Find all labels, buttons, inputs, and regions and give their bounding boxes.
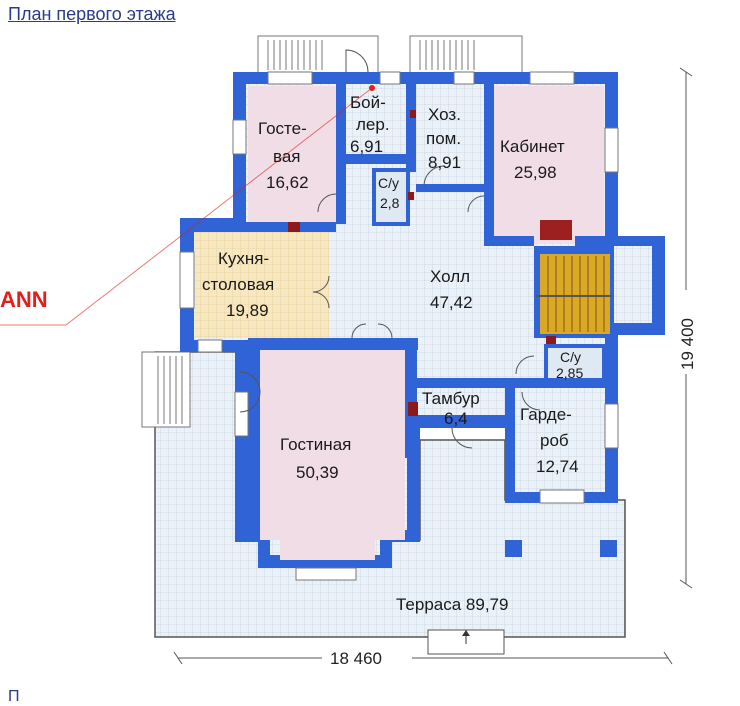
label-hall-area: 47,42 xyxy=(430,293,473,312)
label-kitchen-2: столовая xyxy=(202,275,274,294)
room-office xyxy=(494,86,604,244)
label-wc1-area: 2,8 xyxy=(380,195,400,211)
label-vestibule: Тамбур xyxy=(422,389,480,408)
label-kitchen-area: 19,89 xyxy=(226,301,269,320)
room-kitchen xyxy=(195,232,329,338)
label-hoz-2: пом. xyxy=(426,129,461,148)
label-living: Гостиная xyxy=(280,435,351,454)
label-office-area: 25,98 xyxy=(514,163,557,182)
brand-callout: ANN xyxy=(0,85,375,326)
label-hoz-1: Хоз. xyxy=(428,105,461,124)
doors xyxy=(239,49,541,449)
label-wc2: С/у xyxy=(560,349,581,365)
dimension-height: 19 400 xyxy=(678,318,697,370)
label-wardrobe-2: роб xyxy=(540,431,569,450)
label-wardrobe-1: Гарде- xyxy=(520,405,572,424)
label-kitchen-1: Кухня- xyxy=(218,249,269,268)
label-hoz-area: 8,91 xyxy=(428,153,461,172)
label-guest-2: вая xyxy=(273,147,301,166)
label-office: Кабинет xyxy=(500,137,565,156)
dimensions: 18 460 19 400 xyxy=(173,67,697,668)
top-stairs xyxy=(257,35,523,75)
label-boiler-2: лер. xyxy=(356,115,390,134)
room-living xyxy=(260,350,405,560)
label-guest-1: Госте- xyxy=(258,119,307,138)
dimension-width: 18 460 xyxy=(330,649,382,668)
label-wc1: С/у xyxy=(378,175,399,191)
brand-fragment: ANN xyxy=(0,287,48,312)
windows xyxy=(179,71,619,581)
rooms xyxy=(195,84,615,560)
footer-text: П xyxy=(8,688,20,705)
label-guest-area: 16,62 xyxy=(266,173,309,192)
page-title: План первого этажа xyxy=(8,4,176,24)
label-wc2-area: 2,85 xyxy=(556,365,583,381)
room-guest xyxy=(248,86,336,222)
label-living-area: 50,39 xyxy=(296,463,339,482)
room-labels: Госте- вая 16,62 Бой- лер. 6,91 Хоз. пом… xyxy=(202,93,583,614)
label-boiler-area: 6,91 xyxy=(350,137,383,156)
label-vestibule-area: 6,4 xyxy=(444,409,468,428)
label-wardrobe-area: 12,74 xyxy=(536,457,579,476)
label-hall: Холл xyxy=(430,267,470,286)
label-boiler-1: Бой- xyxy=(350,93,386,112)
label-terrace: Терраса 89,79 xyxy=(396,595,508,614)
